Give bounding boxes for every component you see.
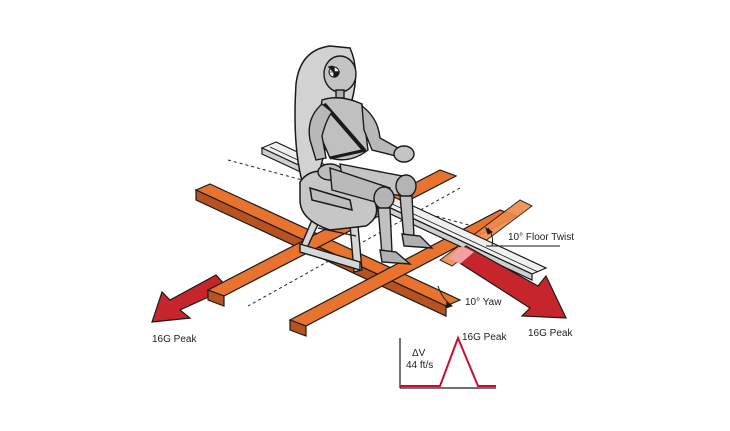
delta-v-label: ΔV	[412, 348, 426, 359]
left-peak-arrow	[151, 274, 230, 323]
pulse-peak-label: 16G Peak	[462, 332, 507, 343]
yaw-indicator	[437, 285, 454, 309]
right-peak-arrow	[448, 245, 567, 319]
pulse-graph-curve	[400, 335, 496, 387]
yaw-label: 10° Yaw	[465, 297, 502, 308]
right-peak-label: 16G Peak	[528, 328, 573, 339]
seat-frame	[299, 219, 363, 273]
floor-twist-label: 10° Floor Twist	[508, 232, 575, 243]
pulse-graph	[399, 335, 496, 389]
velocity-label: 44 ft/s	[406, 360, 434, 371]
left-peak-label: 16G Peak	[152, 334, 197, 345]
floor-twist-indicator	[485, 226, 560, 247]
crash-test-dummy-icon	[308, 55, 434, 265]
